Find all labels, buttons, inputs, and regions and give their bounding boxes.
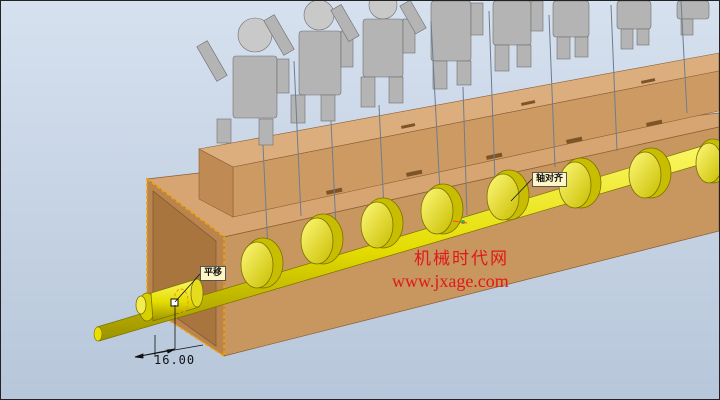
selection-handle[interactable] xyxy=(170,298,179,307)
top-block xyxy=(198,148,234,218)
robot-figure xyxy=(616,1,652,50)
robot-figure xyxy=(552,1,590,60)
robot-figure xyxy=(330,1,416,108)
robot-figures xyxy=(196,1,710,146)
flat-label-leader xyxy=(174,273,201,303)
robot-figure xyxy=(492,1,544,72)
cam-disks xyxy=(240,138,719,289)
watermark-site-name: 机械时代网 xyxy=(414,249,509,269)
axis-align-label[interactable]: 轴对齐 xyxy=(532,172,568,187)
robot-figure xyxy=(263,1,354,124)
dimension-value[interactable]: 16.00 xyxy=(154,353,196,367)
axis-label-leader xyxy=(510,178,533,202)
robot-figure xyxy=(196,17,290,146)
robot-figure xyxy=(399,1,484,90)
watermark-site-url: www.jxage.com xyxy=(392,271,509,291)
dimension-lines xyxy=(134,305,204,359)
flat-constraint-label[interactable]: 平移 xyxy=(200,266,227,281)
robot-figure xyxy=(676,1,710,36)
